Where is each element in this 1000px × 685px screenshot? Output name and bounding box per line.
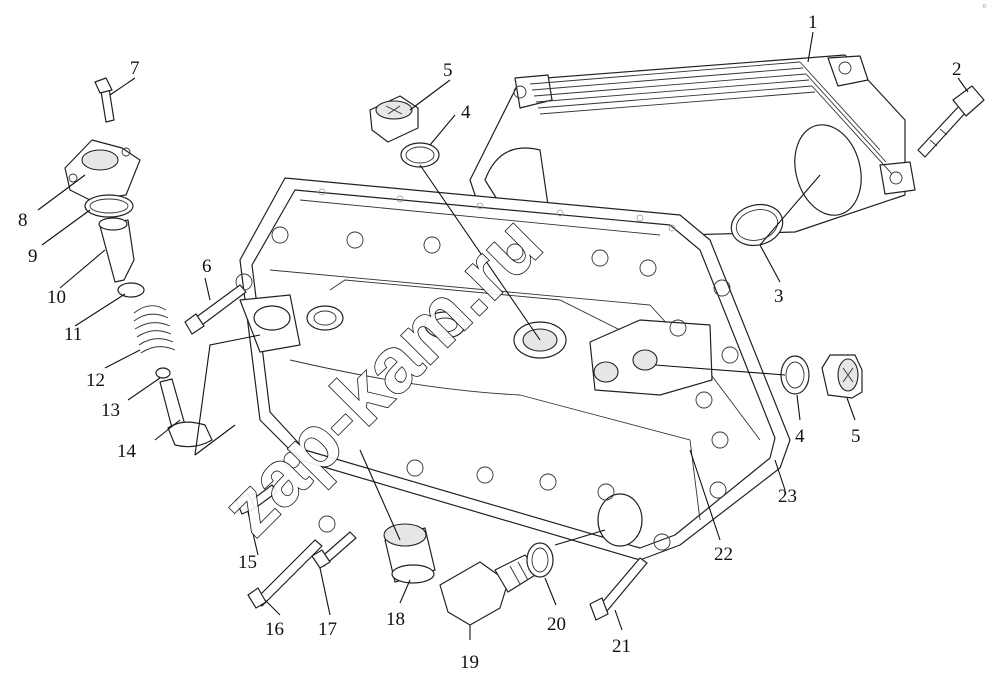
callout-14: 14 — [117, 441, 137, 462]
callout-9: 9 — [28, 246, 38, 267]
callout-22: 22 — [714, 544, 733, 565]
leader-lines — [37, 31, 969, 640]
bolt-part-21 — [589, 557, 648, 621]
callout-8: 8 — [18, 210, 28, 231]
plug-part-5-right — [821, 354, 863, 399]
callout-4-right: 4 — [795, 426, 805, 447]
washer-part-11 — [117, 282, 145, 298]
callout-1: 1 — [808, 12, 818, 33]
callout-17: 17 — [318, 619, 337, 640]
callout-7: 7 — [130, 58, 140, 79]
bolt-part-7 — [94, 77, 115, 123]
callout-20: 20 — [547, 614, 566, 635]
valve-housing-part-8 — [64, 139, 141, 201]
callout-10: 10 — [47, 287, 66, 308]
callout-11: 11 — [64, 324, 82, 345]
sensor-part-19 — [439, 554, 541, 626]
bolt-part-15 — [235, 484, 278, 515]
callout-4-top: 4 — [461, 102, 471, 123]
callout-21: 21 — [612, 636, 631, 657]
valve-sleeve-part-10 — [98, 217, 135, 283]
callout-12: 12 — [86, 370, 105, 391]
retainer-part-13 — [155, 367, 171, 379]
plug-part-18 — [383, 523, 436, 584]
callout-19: 19 — [460, 652, 479, 673]
bolt-part-16 — [247, 539, 323, 609]
o-ring-part-20 — [526, 542, 554, 578]
callout-23: 23 — [778, 486, 797, 507]
callout-13: 13 — [101, 400, 120, 421]
callout-labels: 1 2 3 4 4 5 5 6 7 8 9 10 11 12 13 14 15 … — [18, 12, 962, 673]
corner-mark: © — [982, 3, 987, 10]
callout-2: 2 — [952, 59, 962, 80]
bolt-part-6 — [184, 284, 247, 335]
spring-part-12 — [133, 305, 176, 354]
callout-18: 18 — [386, 609, 405, 630]
callout-3: 3 — [774, 286, 784, 307]
oil-cooler-part — [469, 54, 916, 241]
bolt-part-2 — [917, 85, 985, 158]
valve-plunger-part-14 — [159, 378, 213, 448]
callout-5-top: 5 — [443, 60, 453, 81]
callout-6: 6 — [202, 256, 212, 277]
o-ring-part-9 — [84, 194, 134, 218]
callout-16: 16 — [265, 619, 284, 640]
callout-5-right: 5 — [851, 426, 861, 447]
plug-part-5-top — [369, 95, 419, 143]
callout-15: 15 — [238, 552, 257, 573]
bolt-part-17 — [311, 531, 357, 569]
